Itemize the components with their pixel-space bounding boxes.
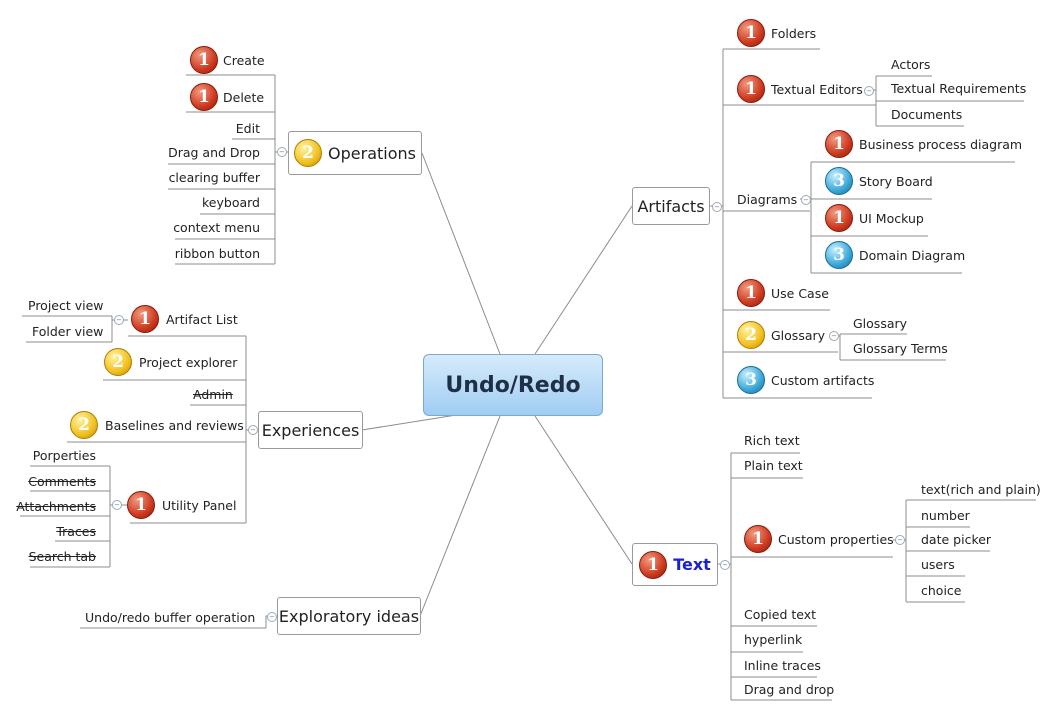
collapse-experiences-icon[interactable]: − <box>248 425 258 435</box>
central-topic[interactable]: Undo/Redo <box>423 354 603 416</box>
glossary-child-glossary[interactable]: Glossary <box>853 316 908 331</box>
collapse-glossary-icon[interactable]: − <box>829 331 839 341</box>
diagrams-child-domain-diagram[interactable]: Domain Diagram <box>859 248 966 263</box>
glossary-child-glossary-terms[interactable]: Glossary Terms <box>853 341 948 356</box>
textual-editors-child-actors[interactable]: Actors <box>891 57 931 72</box>
utility-panel-child-porperties[interactable]: Porperties <box>32 448 96 463</box>
artifacts-topic[interactable]: Artifacts <box>632 187 710 225</box>
collapse-utility-panel-icon[interactable]: − <box>112 500 122 510</box>
text-item-hyperlink[interactable]: hyperlink <box>744 632 803 647</box>
utility-panel-child-attachments[interactable]: Attachments <box>16 499 96 514</box>
custom-properties-child-users[interactable]: users <box>921 557 955 572</box>
priority-1-icon: 1 <box>639 550 668 579</box>
priority-2-icon: 2 <box>70 411 98 439</box>
collapse-artifact-list-icon[interactable]: − <box>114 315 124 325</box>
experiences-item-admin[interactable]: Admin <box>193 387 233 402</box>
utility-panel-child-comments[interactable]: Comments <box>28 474 96 489</box>
priority-1-icon: 1 <box>744 525 772 553</box>
priority-2-icon: 2 <box>737 321 765 349</box>
artifacts-item-glossary[interactable]: Glossary <box>771 328 826 343</box>
priority-1-icon: 1 <box>737 19 765 47</box>
priority-1-icon: 1 <box>127 491 155 519</box>
textual-editors-child-documents[interactable]: Documents <box>891 107 963 122</box>
artifact-list-child-folder-view[interactable]: Folder view <box>32 324 104 339</box>
text-topic[interactable]: 1 Text <box>632 543 718 586</box>
text-item-plain-text[interactable]: Plain text <box>744 458 803 473</box>
operations-item-clearing-buffer[interactable]: clearing buffer <box>168 170 260 185</box>
priority-1-icon: 1 <box>131 305 159 333</box>
text-item-rich-text[interactable]: Rich text <box>744 433 800 448</box>
experiences-item-project-explorer[interactable]: Project explorer <box>139 355 238 370</box>
collapse-artifacts-icon[interactable]: − <box>712 202 722 212</box>
priority-3-icon: 3 <box>737 366 765 394</box>
operations-topic[interactable]: 2 Operations <box>288 131 422 175</box>
text-label: Text <box>673 555 711 574</box>
custom-properties-child-date-picker[interactable]: date picker <box>921 532 992 547</box>
operations-item-edit[interactable]: Edit <box>235 121 260 136</box>
artifacts-label: Artifacts <box>637 196 705 216</box>
text-item-custom-properties[interactable]: Custom properties <box>778 532 894 547</box>
priority-1-icon: 1 <box>737 279 765 307</box>
diagrams-child-ui-mockup[interactable]: UI Mockup <box>859 211 924 226</box>
priority-3-icon: 3 <box>825 241 853 269</box>
artifacts-item-diagrams[interactable]: Diagrams <box>737 192 798 207</box>
operations-item-ribbon-button[interactable]: ribbon button <box>174 246 260 261</box>
collapse-custom-properties-icon[interactable]: − <box>895 535 905 545</box>
artifacts-item-folders[interactable]: Folders <box>771 26 817 41</box>
text-item-drag-and-drop[interactable]: Drag and drop <box>744 682 835 697</box>
priority-1-icon: 1 <box>190 46 218 74</box>
operations-label: Operations <box>328 143 416 163</box>
collapse-text-icon[interactable]: − <box>720 560 730 570</box>
custom-properties-child-number[interactable]: number <box>921 508 970 523</box>
experiences-topic[interactable]: Experiences <box>258 411 363 449</box>
artifacts-item-custom-artifacts[interactable]: Custom artifacts <box>771 373 875 388</box>
exploratory-ideas-label: Exploratory ideas <box>278 606 420 626</box>
collapse-exploratory-icon[interactable]: − <box>267 612 277 622</box>
operations-item-keyboard[interactable]: keyboard <box>202 195 260 210</box>
operations-item-drag-and-drop[interactable]: Drag and Drop <box>168 145 260 160</box>
collapse-diagrams-icon[interactable]: − <box>801 195 811 205</box>
diagrams-child-story-board[interactable]: Story Board <box>859 174 933 189</box>
artifacts-item-textual-editors[interactable]: Textual Editors <box>771 82 863 97</box>
priority-1-icon: 1 <box>737 75 765 103</box>
exploratory-item-buffer-operation[interactable]: Undo/redo buffer operation <box>85 610 256 625</box>
custom-properties-child-text-rich-plain[interactable]: text(rich and plain) <box>921 482 1041 497</box>
experiences-item-utility-panel[interactable]: Utility Panel <box>162 498 237 513</box>
priority-3-icon: 3 <box>825 167 853 195</box>
priority-1-icon: 1 <box>825 130 853 158</box>
priority-1-icon: 1 <box>825 204 853 232</box>
text-item-inline-traces[interactable]: Inline traces <box>744 658 821 673</box>
artifact-list-child-project-view[interactable]: Project view <box>28 298 104 313</box>
experiences-label: Experiences <box>261 420 360 440</box>
operations-item-create[interactable]: Create <box>223 53 265 68</box>
experiences-item-artifact-list[interactable]: Artifact List <box>166 312 238 327</box>
priority-1-icon: 1 <box>190 83 218 111</box>
exploratory-ideas-topic[interactable]: Exploratory ideas <box>277 597 421 635</box>
artifacts-item-use-case[interactable]: Use Case <box>771 286 829 301</box>
text-item-copied-text[interactable]: Copied text <box>744 607 817 622</box>
diagrams-child-business-process[interactable]: Business process diagram <box>859 137 1023 152</box>
textual-editors-child-textual-requirements[interactable]: Textual Requirements <box>891 81 1027 96</box>
experiences-item-baselines-and-reviews[interactable]: Baselines and reviews <box>105 418 244 433</box>
priority-2-icon: 2 <box>104 348 132 376</box>
collapse-operations-icon[interactable]: − <box>277 147 287 157</box>
custom-properties-child-choice[interactable]: choice <box>921 583 962 598</box>
operations-item-context-menu[interactable]: context menu <box>173 220 260 235</box>
collapse-textual-editors-icon[interactable]: − <box>864 86 874 96</box>
utility-panel-child-traces[interactable]: Traces <box>56 524 96 539</box>
priority-2-icon: 2 <box>294 139 323 167</box>
operations-item-delete[interactable]: Delete <box>223 90 265 105</box>
utility-panel-child-search-tab[interactable]: Search tab <box>28 549 96 564</box>
